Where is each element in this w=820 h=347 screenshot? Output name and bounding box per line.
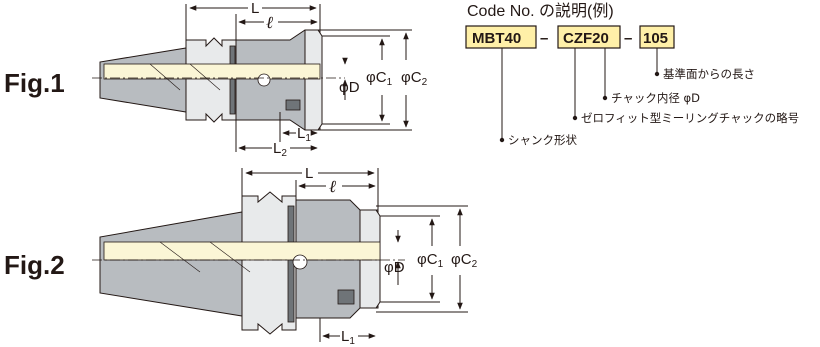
svg-text:CZF20: CZF20: [563, 30, 609, 47]
fig1-nose: [304, 29, 323, 131]
svg-text:φD: φD: [384, 259, 405, 276]
svg-text:L1: L1: [341, 328, 355, 347]
fig1-dim-L: L: [185, 0, 321, 40]
note-chuck-bore: チャック内径 φD: [611, 91, 700, 105]
svg-text:ℓ: ℓ: [266, 13, 273, 33]
svg-text:φC2: φC2: [451, 251, 478, 270]
svg-text:ℓ: ℓ: [329, 177, 336, 197]
fig2-taper-shank: [99, 211, 243, 317]
fig1-dim-L1: L1: [279, 112, 318, 144]
code-leaders: [499, 48, 660, 143]
fig1-screw: [257, 73, 271, 87]
fig2-dim-L: L: [241, 165, 379, 210]
fig2-dim-C: φC1 φC2: [376, 205, 478, 313]
fig2-dim-ell: ℓ: [295, 177, 376, 200]
fig2-bore: [103, 241, 381, 261]
fig2-flange: [241, 191, 297, 335]
code-part-chuck: [557, 25, 621, 49]
svg-text:L: L: [251, 0, 259, 17]
fig1-dim-D: φD: [339, 57, 360, 100]
svg-text:L: L: [305, 165, 313, 182]
fig1-dim-ell: ℓ: [235, 13, 318, 40]
fig2-ring-detail: [337, 289, 355, 305]
code-part-shank: [465, 25, 537, 49]
fig1-flange-groove: [229, 45, 236, 115]
code-explanation-heading: Code No. の説明(例): [467, 2, 614, 20]
figure-1-label: Fig.1: [4, 68, 65, 98]
svg-text:105: 105: [643, 30, 668, 47]
figure-1-holder-drawing: [92, 29, 345, 131]
svg-text:L2: L2: [273, 140, 287, 159]
figure-2-holder-drawing: [92, 191, 405, 335]
fig1-ring-detail: [285, 99, 301, 111]
svg-text:L1: L1: [297, 125, 311, 144]
code-explanation: Code No. の説明(例) MBT40 – CZF20 – 105 基準面か…: [465, 2, 799, 147]
svg-text:–: –: [624, 30, 632, 47]
fig1-taper-shank: [99, 47, 187, 113]
svg-text:φC2: φC2: [401, 69, 428, 88]
fig1-flange: [185, 37, 237, 123]
figure-2: Fig.2 L ℓ: [4, 165, 478, 347]
note-shank: シャンク形状: [508, 133, 577, 147]
fig2-screw: [292, 254, 308, 270]
fig1-dim-L2: L2: [235, 120, 318, 159]
figure-2-label: Fig.2: [4, 250, 65, 280]
note-length: 基準面からの長さ: [663, 67, 755, 81]
fig1-bore: [103, 63, 321, 80]
fig1-dim-C: φC1 φC2: [318, 29, 428, 131]
fig2-dim-D: φD: [384, 230, 405, 285]
svg-text:–: –: [540, 30, 548, 47]
svg-text:φC1: φC1: [366, 69, 393, 88]
svg-text:φD: φD: [339, 79, 360, 96]
svg-text:φC1: φC1: [417, 251, 444, 270]
fig2-dim-L1: L1: [319, 318, 376, 347]
figure-1: Fig.1 L: [4, 0, 428, 159]
note-chuck-type: ゼロフィット型ミーリングチャックの略号: [581, 111, 799, 125]
svg-text:MBT40: MBT40: [472, 30, 521, 47]
